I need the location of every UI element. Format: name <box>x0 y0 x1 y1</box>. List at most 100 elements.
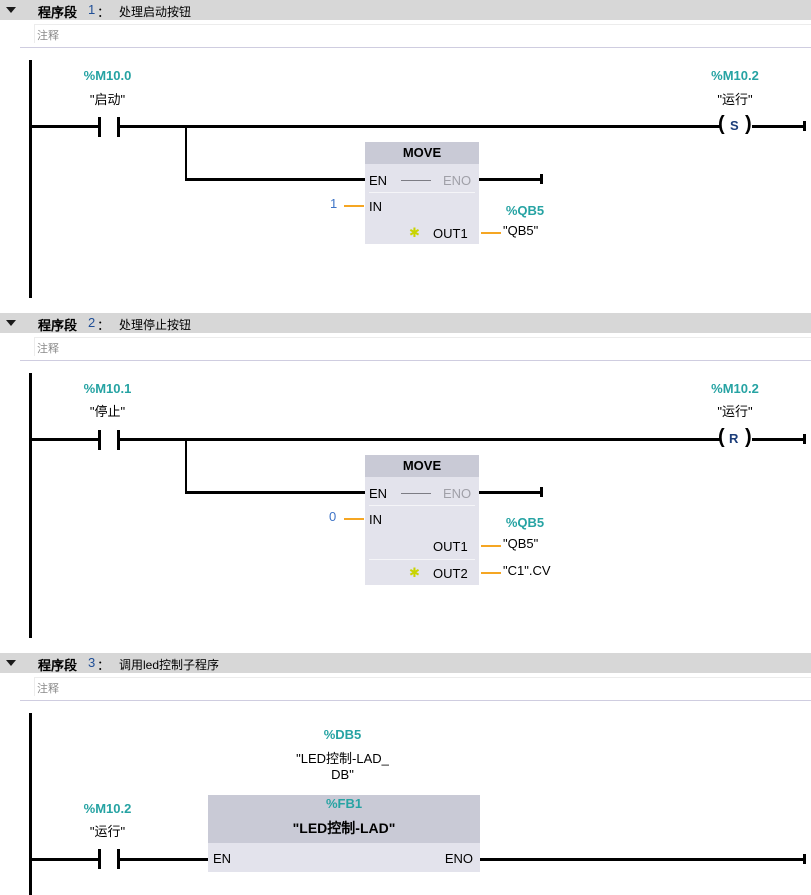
network-title[interactable]: 处理启动按钮 <box>119 5 192 19</box>
rung-wire <box>120 125 720 128</box>
move-title: MOVE <box>365 455 479 477</box>
branch-wire <box>185 178 365 181</box>
no-contact-left[interactable] <box>98 430 101 450</box>
power-rail <box>29 373 32 638</box>
fb-address: %FB1 <box>325 796 363 811</box>
branch-wire <box>185 126 187 180</box>
contact-symbol[interactable]: "停止" <box>89 404 126 419</box>
comment-placeholder: 注释 <box>37 683 59 695</box>
pin-in[interactable]: IN <box>369 512 382 527</box>
pin-en[interactable]: EN <box>369 486 388 501</box>
rung-end <box>540 487 543 497</box>
contact-symbol[interactable]: "启动" <box>89 92 126 107</box>
comment-field[interactable]: 注释 <box>34 677 811 696</box>
no-contact-left[interactable] <box>98 117 101 137</box>
network-colon: ： <box>97 5 111 20</box>
rung-wire <box>32 858 98 861</box>
pin-en[interactable]: EN <box>369 173 388 188</box>
instance-db-symbol-line1[interactable]: "LED控制-LAD_ <box>296 751 389 766</box>
operand-wire <box>344 518 364 520</box>
contact-address[interactable]: %M10.0 <box>83 68 132 83</box>
instance-db-address[interactable]: %DB5 <box>323 727 362 742</box>
network-header-2[interactable]: 程序段 2 ： 处理停止按钮 <box>0 313 811 334</box>
network-colon: ： <box>97 318 111 333</box>
network-number: 3 <box>88 655 96 670</box>
rung-wire <box>480 858 804 861</box>
coil-paren-right: ) <box>745 113 752 135</box>
contact-address[interactable]: %M10.1 <box>83 381 132 396</box>
no-contact-right[interactable] <box>117 117 120 137</box>
move-title: MOVE <box>365 142 479 164</box>
pin-separator <box>369 505 475 506</box>
network-header-1[interactable]: 程序段 1 ： 处理启动按钮 <box>0 0 811 21</box>
comment-divider <box>20 47 811 48</box>
operand-wire <box>481 572 501 574</box>
comment-divider <box>20 360 811 361</box>
fb-header <box>208 795 480 843</box>
pin-eno[interactable]: ENO <box>443 486 472 501</box>
branch-wire <box>185 491 365 494</box>
eno-wire <box>479 491 541 494</box>
out2-symbol[interactable]: "C1".CV <box>503 563 551 578</box>
move-box[interactable]: MOVE EN ENO IN ✱ OUT1 <box>365 142 479 244</box>
comment-divider <box>20 700 811 701</box>
en-eno-link <box>401 180 431 181</box>
comment-placeholder: 注释 <box>37 30 59 42</box>
network-number: 2 <box>88 315 96 330</box>
branch-wire <box>185 439 187 493</box>
coil-address[interactable]: %M10.2 <box>711 68 759 83</box>
en-eno-link <box>401 493 431 494</box>
pin-eno[interactable]: ENO <box>444 851 473 866</box>
set-coil[interactable]: ( S ) <box>718 113 753 138</box>
pin-out2[interactable]: OUT2 <box>433 566 468 581</box>
instance-db-symbol-line2[interactable]: DB" <box>331 767 354 782</box>
rung-wire <box>32 125 98 128</box>
out1-symbol[interactable]: "QB5" <box>503 223 539 238</box>
contact-address[interactable]: %M10.2 <box>83 801 132 816</box>
rung-wire <box>120 858 208 861</box>
reset-coil[interactable]: ( R ) <box>718 426 753 451</box>
rung-wire <box>752 125 804 128</box>
contact-symbol[interactable]: "运行" <box>89 824 126 839</box>
out1-address[interactable]: %QB5 <box>505 515 545 530</box>
rung-end <box>540 174 543 184</box>
in-constant[interactable]: 0 <box>329 509 337 524</box>
comment-field[interactable]: 注释 <box>34 24 811 43</box>
coil-address[interactable]: %M10.2 <box>711 381 759 396</box>
pin-out1[interactable]: OUT1 <box>433 226 468 241</box>
network-colon: ： <box>97 658 111 673</box>
pin-separator <box>369 559 475 560</box>
operand-wire <box>344 205 364 207</box>
coil-paren-right: ) <box>745 426 752 448</box>
network-title[interactable]: 处理停止按钮 <box>119 318 192 332</box>
rung-wire <box>32 438 98 441</box>
pin-eno[interactable]: ENO <box>443 173 472 188</box>
collapse-triangle-icon[interactable] <box>6 660 16 666</box>
fb-call-box[interactable]: %FB1 "LED控制-LAD" EN ENO <box>208 795 480 872</box>
collapse-triangle-icon[interactable] <box>6 320 16 326</box>
network-title[interactable]: 调用led控制子程序 <box>119 658 220 672</box>
coil-type: R <box>729 431 739 446</box>
in-constant[interactable]: 1 <box>330 196 338 211</box>
pin-in[interactable]: IN <box>369 199 382 214</box>
coil-symbol[interactable]: "运行" <box>717 92 753 107</box>
collapse-triangle-icon[interactable] <box>6 7 16 13</box>
out1-address[interactable]: %QB5 <box>505 203 545 218</box>
network-label: 程序段 <box>38 659 78 674</box>
comment-field[interactable]: 注释 <box>34 337 811 356</box>
pin-separator <box>369 192 475 193</box>
no-contact-right[interactable] <box>117 430 120 450</box>
network-header-3[interactable]: 程序段 3 ： 调用led控制子程序 <box>0 653 811 674</box>
no-contact-right[interactable] <box>117 849 120 869</box>
coil-symbol[interactable]: "运行" <box>717 404 753 419</box>
out1-symbol[interactable]: "QB5" <box>503 536 539 551</box>
add-output-star-icon[interactable]: ✱ <box>409 565 420 580</box>
comment-placeholder: 注释 <box>37 343 59 355</box>
no-contact-left[interactable] <box>98 849 101 869</box>
pin-out1[interactable]: OUT1 <box>433 539 468 554</box>
power-rail <box>29 60 32 298</box>
move-box[interactable]: MOVE EN ENO IN OUT1 ✱ OUT2 <box>365 455 479 585</box>
add-output-star-icon[interactable]: ✱ <box>409 225 420 240</box>
pin-en[interactable]: EN <box>213 851 232 866</box>
coil-paren-left: ( <box>718 426 725 448</box>
